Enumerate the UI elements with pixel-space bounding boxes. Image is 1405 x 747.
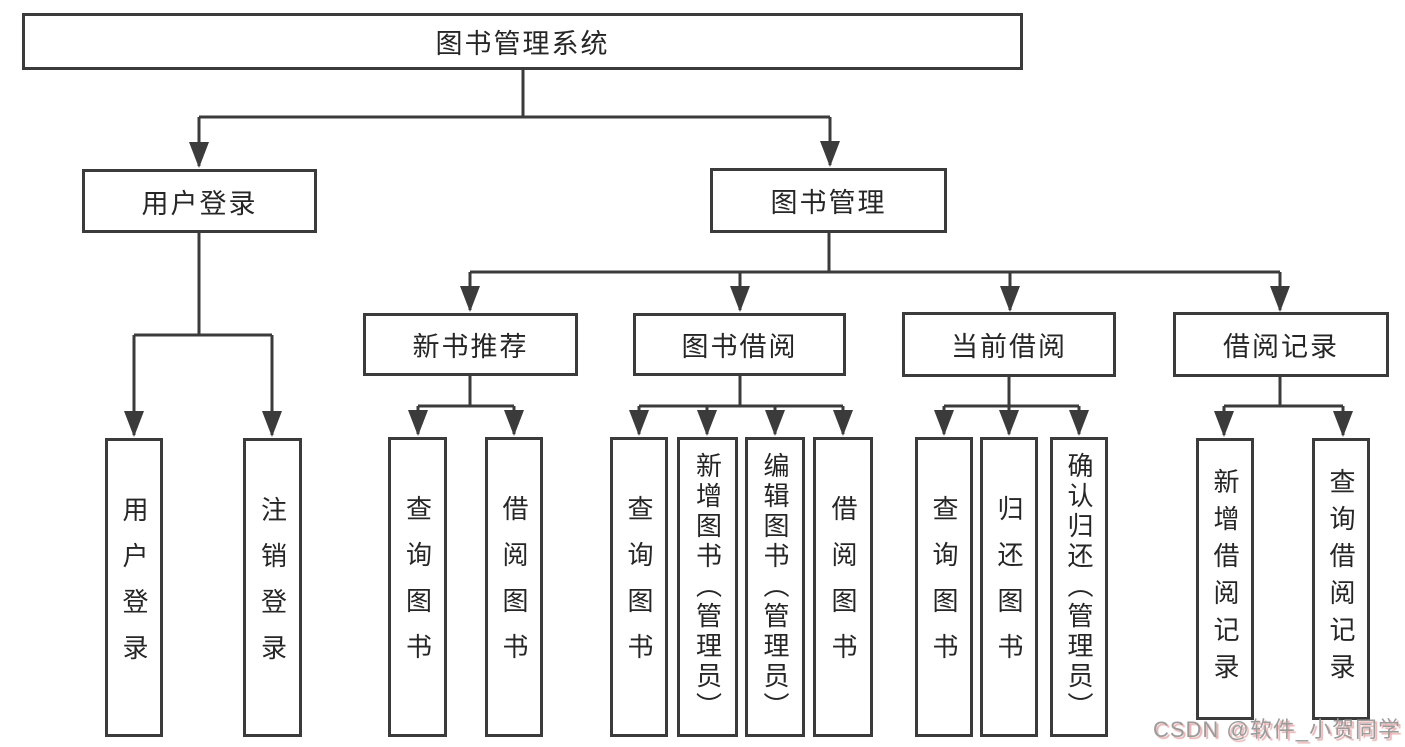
node-root-label: 图书管理系统 <box>435 29 610 59</box>
node-book-management: 图书管理 <box>710 168 947 233</box>
leaf-query-borrow-record: 查询借阅记录 <box>1312 438 1370 720</box>
leaf-borrow-books-recommend-label: 借阅图书 <box>499 495 529 679</box>
leaf-logout-label: 注销登录 <box>257 495 288 680</box>
leaf-query-books-current: 查询图书 <box>915 437 973 737</box>
node-book-borrowing-label: 图书借阅 <box>681 332 798 362</box>
csdn-watermark: CSDN @软件_小贺同学 <box>1152 717 1401 742</box>
node-current-borrowing: 当前借阅 <box>902 312 1116 377</box>
leaf-add-borrow-record-label: 新增借阅记录 <box>1210 468 1240 690</box>
node-book-borrowing: 图书借阅 <box>633 313 846 376</box>
node-new-book-recommend: 新书推荐 <box>363 313 578 376</box>
leaf-user-login-label: 用户登录 <box>119 495 149 680</box>
leaf-edit-book-admin-label: 编辑图书（管理员） <box>760 452 790 722</box>
leaf-confirm-return-admin-label: 确认归还（管理员） <box>1064 452 1094 722</box>
leaf-return-book-label: 归还图书 <box>994 495 1024 679</box>
node-user-login-label: 用户登录 <box>141 188 258 219</box>
leaf-borrow-books-borrowing: 借阅图书 <box>813 437 873 737</box>
leaf-query-borrow-record-label: 查询借阅记录 <box>1326 468 1356 690</box>
node-root: 图书管理系统 <box>22 13 1023 70</box>
leaf-query-books-current-label: 查询图书 <box>929 495 959 679</box>
leaf-add-borrow-record: 新增借阅记录 <box>1196 438 1254 720</box>
node-borrowing-records: 借阅记录 <box>1173 312 1389 377</box>
leaf-add-book-admin: 新增图书（管理员） <box>677 437 738 737</box>
node-borrowing-records-label: 借阅记录 <box>1223 332 1339 362</box>
leaf-borrow-books-recommend: 借阅图书 <box>485 437 543 737</box>
leaf-logout: 注销登录 <box>243 438 302 737</box>
leaf-query-books-borrowing: 查询图书 <box>610 437 668 737</box>
leaf-edit-book-admin: 编辑图书（管理员） <box>745 437 805 737</box>
node-new-book-recommend-label: 新书推荐 <box>412 332 529 362</box>
node-book-management-label: 图书管理 <box>770 188 887 218</box>
leaf-user-login: 用户登录 <box>105 438 163 737</box>
node-user-login: 用户登录 <box>82 169 317 233</box>
leaf-add-book-admin-label: 新增图书（管理员） <box>692 452 723 722</box>
node-current-borrowing-label: 当前借阅 <box>951 332 1067 362</box>
leaf-query-books-recommend: 查询图书 <box>388 437 447 737</box>
leaf-confirm-return-admin: 确认归还（管理员） <box>1050 437 1108 737</box>
leaf-query-books-borrowing-label: 查询图书 <box>624 495 654 679</box>
leaf-borrow-books-borrowing-label: 借阅图书 <box>828 495 858 679</box>
leaf-query-books-recommend-label: 查询图书 <box>402 495 433 679</box>
leaf-return-book: 归还图书 <box>980 437 1038 737</box>
